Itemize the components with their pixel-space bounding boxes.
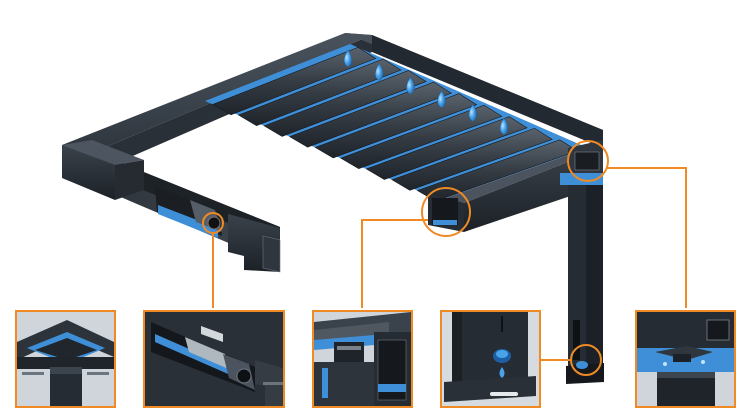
water-drop-icon [374, 63, 384, 81]
detail-louver-edge-gutter [312, 310, 413, 408]
right-post-slot [573, 320, 580, 360]
louver-blade [237, 58, 402, 126]
beam-end-cap [262, 235, 281, 273]
detail-corner-joint [15, 310, 116, 408]
left-corner-post-top [62, 140, 144, 165]
water-drop-icon [406, 76, 415, 95]
rear-beam-face [372, 35, 603, 148]
water-drops [343, 49, 509, 136]
leader-line-edge [361, 219, 428, 308]
water-drop-icon [468, 103, 478, 122]
louver-blade [289, 81, 453, 148]
front-beam-top [440, 148, 603, 203]
louver-blade [212, 47, 377, 116]
detail-post-drain-outlet [440, 310, 541, 408]
louver-blade [314, 93, 478, 159]
louver-blade [365, 116, 528, 180]
water-drop-icon [343, 49, 353, 68]
front-beam-end-gutter [433, 220, 457, 225]
right-post-base [566, 363, 604, 384]
drain-water-drop-icon [499, 367, 505, 378]
callout-circle-post-top [567, 140, 609, 182]
louver-blade [340, 104, 503, 170]
left-corner-post-side [115, 160, 144, 200]
louver-blade [263, 70, 427, 137]
detail-louver-motor [143, 310, 285, 408]
post-top-slot [574, 151, 600, 171]
water-drop-icon [499, 117, 509, 136]
post-drain-outlet [576, 361, 588, 369]
right-post-side [586, 176, 603, 378]
cutaway-blue-gutter [158, 205, 218, 238]
leader-line-post-top [606, 167, 687, 308]
callout-circle-edge [421, 187, 471, 237]
detail-post-top-gutter [635, 310, 736, 408]
left-corner-post-face [62, 145, 115, 200]
back-beam-top [62, 33, 372, 152]
louver-blade [391, 127, 553, 191]
right-post-front [568, 181, 586, 380]
motor-gear-icon [207, 216, 221, 230]
water-drop-icon [437, 90, 446, 109]
